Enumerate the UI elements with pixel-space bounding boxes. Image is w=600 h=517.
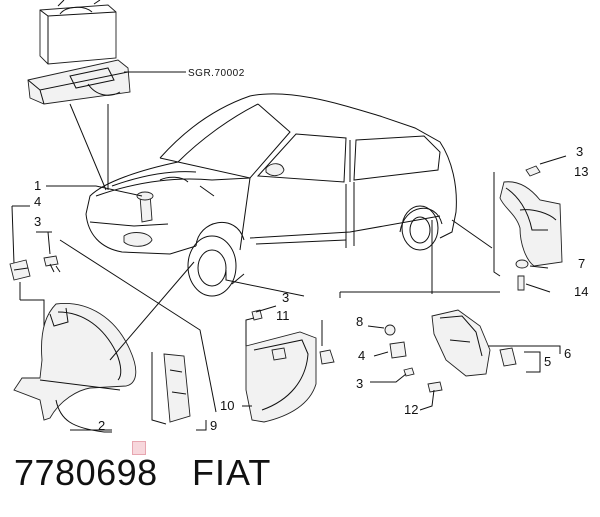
front-wheel-arch-liner — [13, 302, 137, 433]
callout-9: 9 — [210, 418, 217, 433]
callout-10: 10 — [220, 398, 234, 413]
callout-13: 13 — [574, 164, 588, 179]
callout-3-lower: 3 — [356, 376, 363, 391]
callout-4-mid: 4 — [358, 348, 365, 363]
callout-5: 5 — [544, 354, 551, 369]
brand-name: FIAT — [192, 452, 272, 493]
left-clips — [9, 205, 61, 360]
callout-1: 1 — [34, 178, 41, 193]
callout-4-left: 4 — [34, 194, 41, 209]
battery-tray-assembly — [27, 0, 186, 105]
splash-panel-9 — [151, 352, 207, 431]
callout-14: 14 — [574, 284, 588, 299]
rear-splash-guard-6 — [431, 309, 561, 377]
callout-labels: 1 4 3 2 9 3 11 10 8 4 3 12 5 6 3 13 7 14 — [34, 144, 588, 433]
callout-3-mid: 3 — [282, 290, 289, 305]
car-illustration — [85, 93, 457, 297]
highlight-marker — [132, 441, 146, 455]
mud-flap-13 — [499, 155, 567, 293]
drawing-reference: SGR.70002 — [188, 68, 245, 79]
rear-wheel-arch-liner-10 — [242, 317, 317, 423]
callout-2: 2 — [98, 418, 105, 433]
callout-3-left: 3 — [34, 214, 41, 229]
middle-fasteners — [251, 305, 335, 365]
callout-7: 7 — [578, 256, 585, 271]
callout-6: 6 — [564, 346, 571, 361]
center-fasteners — [367, 324, 443, 411]
part-number: 7780698 — [14, 452, 158, 493]
callout-3-right: 3 — [576, 144, 583, 159]
callout-12: 12 — [404, 402, 418, 417]
callout-11: 11 — [276, 308, 290, 323]
callout-8: 8 — [356, 314, 363, 329]
